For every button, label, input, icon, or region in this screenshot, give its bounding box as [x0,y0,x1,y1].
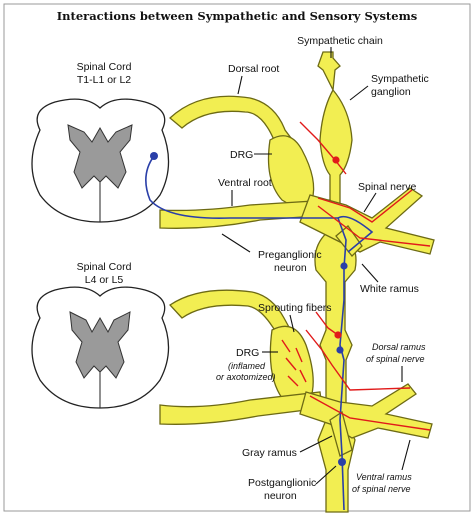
top-nerve-roots [159,95,435,257]
label-spinal-cord-top-2: T1-L1 or L2 [77,74,131,86]
label-white-ramus: White ramus [360,283,419,295]
sensory-soma-top [332,156,340,164]
sensory-fibers [281,121,431,431]
sensory-fiber-bottom-1 [305,329,411,391]
arrow-preganglionic [221,233,251,253]
chain-fiber [339,299,345,456]
sensory-fiber-bottom-3 [315,311,339,336]
label-preganglionic-1: Preganglionic [258,249,322,261]
ganglion-synapse-1 [340,262,348,270]
arrow-gray-ramus [299,435,333,453]
label-spinal-cord-bottom-1: Spinal Cord [77,261,132,273]
arrow-sympathetic-ganglion [349,85,369,101]
label-spinal-nerve: Spinal nerve [358,181,417,193]
sensory-fiber-top-1 [299,121,347,175]
label-ventral-root: Ventral root [218,177,272,189]
ganglion-synapse-2 [336,346,344,354]
sympathetic-fibers [145,155,374,511]
label-dorsal-root: Dorsal root [228,63,279,75]
white-ramus [335,225,363,257]
sensory-fiber-top-2 [317,189,413,223]
frame [3,3,471,512]
sensory-soma-bottom [334,331,342,339]
label-sympathetic-ganglion-1: Sympathetic [371,73,429,85]
arrow-spinal-nerve [363,192,377,213]
arrow-sprouting-fibers [289,314,295,333]
white-ramus-fiber [337,215,374,253]
label-dorsal-ramus-1: Dorsal ramus [372,342,426,352]
ventral-root-bottom [159,391,323,425]
preganglionic-soma [150,152,158,160]
sensory-fiber-bottom-2 [309,395,431,431]
sprouting-fibers-lines [281,339,307,387]
label-preganglionic-2: neuron [274,262,307,274]
label-gray-ramus: Gray ramus [242,447,297,459]
gray-matter-top [67,124,133,189]
spinal-cord-top [31,98,170,223]
arrow-dorsal-root [237,75,243,95]
spinal-nerve-top [299,187,435,255]
label-drg-top: DRG [230,149,253,161]
label-dorsal-ramus-2: of spinal nerve [366,354,425,364]
label-spinal-cord-top-1: Spinal Cord [77,61,132,73]
spinal-cord-bottom [31,286,170,409]
drg-top [267,135,315,207]
label-drg-bottom: DRG [236,347,259,359]
label-spinal-cord-bottom-2: L4 or L5 [85,274,124,286]
label-drg-bottom-sub-2: or axotomized) [216,372,276,382]
label-sympathetic-ganglion-2: ganglion [371,86,411,98]
label-ventral-ramus-2: of spinal nerve [352,484,411,494]
arrow-white-ramus [361,263,379,283]
label-sprouting-fibers: Sprouting fibers [258,302,332,314]
label-ventral-ramus-1: Ventral ramus [356,472,412,482]
bottom-nerve-roots [159,289,433,457]
label-postganglionic-2: neuron [264,490,297,502]
label-postganglionic-1: Postganglionic [248,477,316,489]
diagram-title: Interactions between Sympathetic and Sen… [57,9,417,23]
postganglionic-soma [338,458,346,466]
preganglionic-fiber [145,155,347,300]
label-drg-bottom-sub-1: (inflamed [228,361,266,371]
arrow-postganglionic [315,465,337,485]
arrow-ventral-ramus [401,439,411,471]
sensory-fiber-top-3 [317,205,431,247]
gray-matter-bottom [69,311,131,379]
label-sympathetic-chain: Sympathetic chain [297,35,383,47]
